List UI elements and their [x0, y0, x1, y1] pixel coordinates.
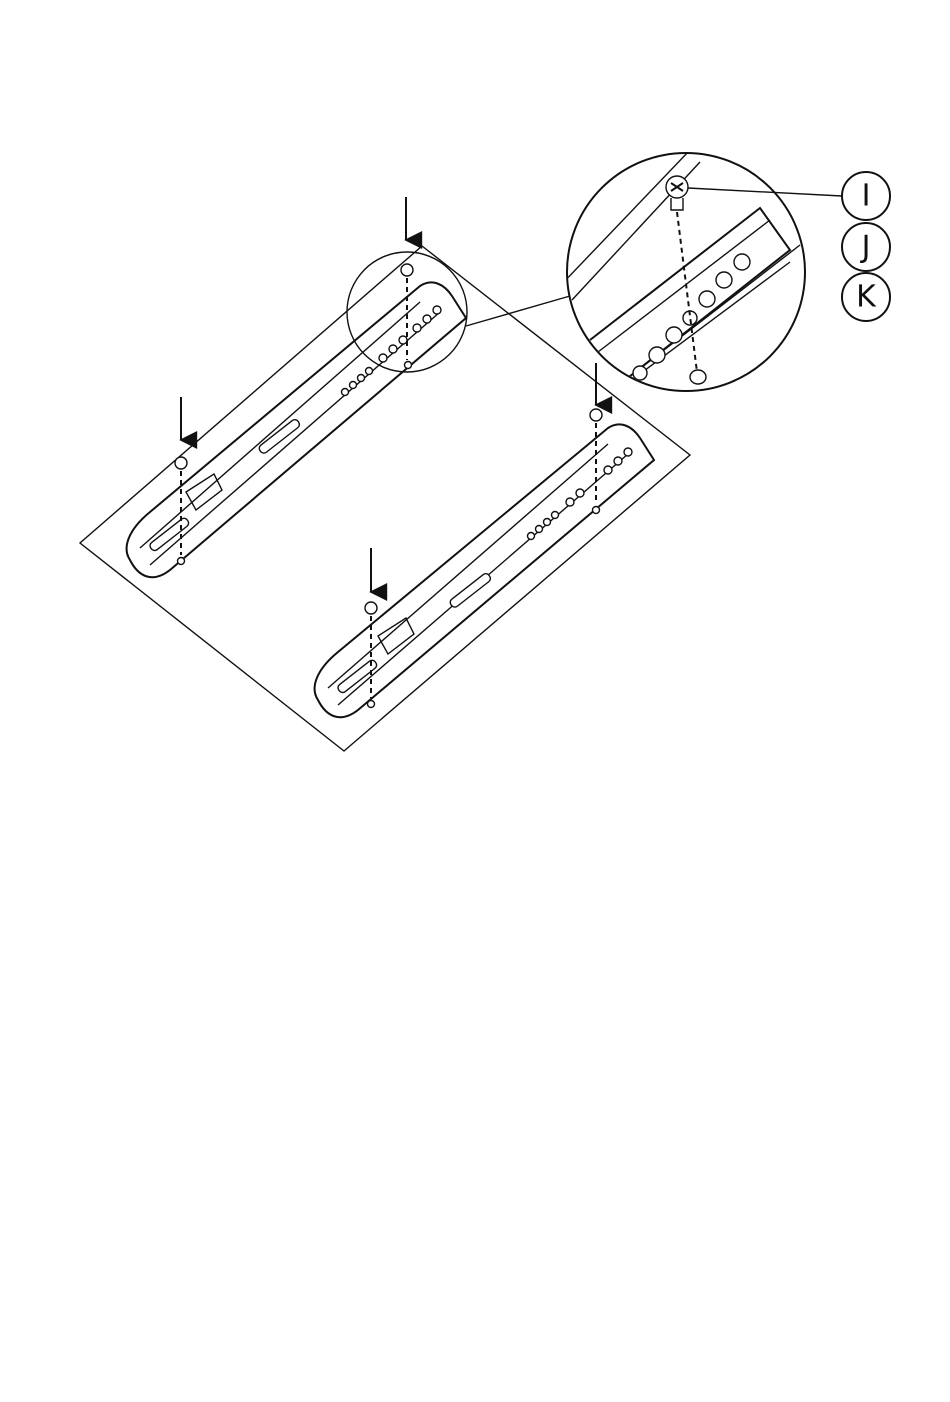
- callout-leader-line: [688, 188, 842, 196]
- svg-text:I: I: [862, 179, 871, 214]
- callout-j: J: [842, 223, 890, 271]
- screw-group-left: [175, 397, 187, 565]
- rail-lower-right: [315, 424, 654, 717]
- screw-icon: [401, 264, 413, 276]
- detail-zoom-view: [560, 150, 805, 400]
- svg-text:K: K: [856, 280, 877, 315]
- callout-i: I: [842, 172, 890, 220]
- rail-upper-left: [127, 282, 466, 577]
- screw-icon: [175, 457, 187, 469]
- rail-lower-right-holes: [528, 448, 633, 540]
- svg-text:J: J: [860, 230, 871, 265]
- mounting-panel-outline: [80, 246, 690, 751]
- screw-icon: [590, 409, 602, 421]
- screw-icon: [365, 602, 377, 614]
- callout-k: K: [842, 273, 890, 321]
